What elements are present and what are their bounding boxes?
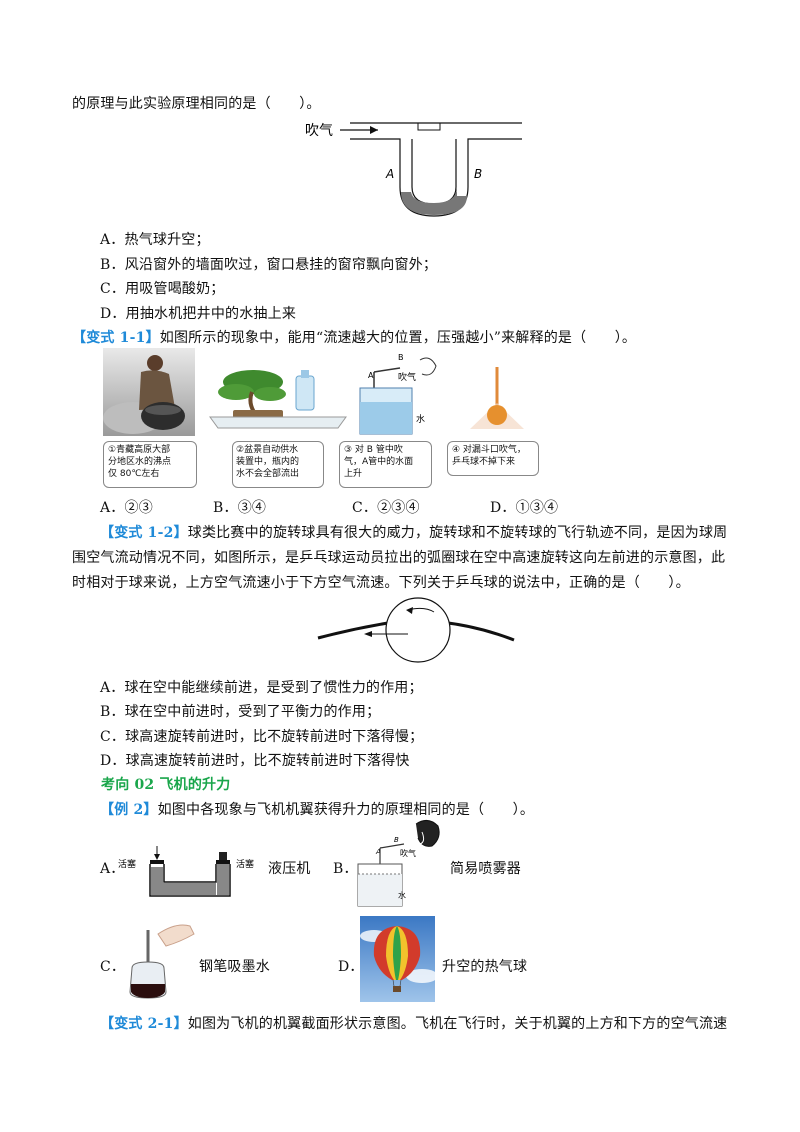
svg-text:吹气: 吹气 [398, 371, 416, 383]
caption-box-4 [447, 441, 539, 476]
ex2-b-name: 简易喷雾器 [450, 861, 521, 877]
caption-2: ②盆景自动供水装置中，瓶内的水不会全部流出 [236, 445, 300, 479]
funnel-ball-figure [470, 367, 524, 429]
svg-text:活塞: 活塞 [118, 858, 136, 870]
fountain-pen-figure [129, 924, 195, 999]
label-b: B [474, 167, 482, 181]
v12-tag: 【变式 1-2】 [100, 525, 188, 541]
ex2-d-label: D． [338, 959, 364, 975]
svg-text:A: A [375, 848, 381, 856]
spinning-ball-figure [317, 597, 515, 663]
hot-air-balloon-photo [360, 916, 438, 1002]
intro-line: 的原理与此实验原理相同的是（ ）。 [72, 96, 321, 112]
caption-box-3 [339, 441, 432, 488]
v11-tag: 【变式 1-1】 [72, 330, 160, 346]
v12-line-3: 时相对于球来说，上方空气流速小于下方空气流速。下列关于乒乓球的说法中，正确的是（… [72, 575, 690, 591]
straw-beaker-figure: B A 吹气 水 [359, 353, 437, 435]
v12-option-d: D．球高速旋转前进时，比不旋转前进时下落得快 [100, 753, 410, 769]
caption-1: ①青藏高原大部分地区水的沸点仅 80℃左右 [108, 445, 172, 479]
v12-option-b: B．球在空中前进时，受到了平衡力的作用； [100, 704, 381, 720]
ex2-d-name: 升空的热气球 [442, 959, 528, 975]
caption-box-2 [232, 441, 324, 488]
plateau-photo [103, 348, 195, 436]
v21-tag: 【变式 2-1】 [100, 1016, 188, 1032]
v11-option-c: C．②③④ [352, 500, 420, 516]
q1-option-b: B．风沿窗外的墙面吹过，窗口悬挂的窗帘飘向窗外； [100, 257, 438, 273]
svg-text:水: 水 [398, 890, 406, 900]
v12-option-c: C．球高速旋转前进时，比不旋转前进时下落得慢； [100, 729, 424, 745]
ex2-c-name: 钢笔吸墨水 [199, 959, 270, 975]
u-tube-figure: 吹气 A B [305, 122, 522, 217]
ex2-c-label: C． [100, 959, 126, 975]
svg-text:B: B [398, 353, 404, 362]
v11-option-a: A．②③ [100, 500, 153, 516]
ex2-a-label: A． [100, 861, 125, 877]
svg-text:B: B [394, 836, 399, 844]
svg-text:活塞: 活塞 [236, 858, 254, 870]
v12-option-a: A．球在空中能继续前进，是受到了惯性力的作用； [100, 680, 423, 696]
svg-text:水: 水 [416, 413, 425, 425]
v21-question: 【变式 2-1】如图为飞机的机翼截面形状示意图。飞机在飞行时，关于机翼的上方和下… [100, 1016, 728, 1032]
bonsai-figure [209, 370, 347, 429]
caption-4: ④ 对漏斗口吹气，乒乓球不掉下来 [452, 445, 526, 467]
v11-option-d: D．①③④ [490, 500, 559, 516]
svg-text:A: A [368, 371, 374, 380]
ex2-tag: 【例 2】 [100, 802, 158, 818]
label-a: A [385, 167, 394, 181]
sprayer-figure: B A 吹气 水 [357, 820, 440, 907]
caption-3: ③ 对 B 管中吹气，A管中的水面上升 [344, 445, 414, 479]
v11-option-b: B．③④ [213, 500, 267, 516]
ex2-b-label: B． [333, 861, 358, 877]
q1-option-c: C．用吸管喝酸奶； [100, 281, 225, 297]
hydraulic-press-figure: 活塞 活塞 [118, 846, 254, 897]
v11-text: 如图所示的现象中，能用“流速越大的位置，压强越小”来解释的是（ ）。 [159, 330, 637, 346]
section-heading: 考向 02 飞机的升力 [101, 777, 231, 793]
q1-option-a: A．热气球升空； [100, 232, 210, 248]
v11-question: 【变式 1-1】如图所示的现象中，能用“流速越大的位置，压强越小”来解释的是（ … [72, 327, 636, 347]
q1-option-d: D．用抽水机把井中的水抽上来 [100, 306, 297, 322]
v12-line-1: 【变式 1-2】球类比赛中的旋转球具有很大的威力，旋转球和不旋转球的飞行轨迹不同… [100, 525, 728, 541]
svg-text:吹气: 吹气 [400, 848, 416, 858]
blow-label: 吹气 [305, 123, 333, 139]
ex2-a-name: 液压机 [268, 861, 311, 877]
v12-line-2: 围空气流动情况不同，如图所示，是乒乓球运动员拉出的弧圈球在空中高速旋转这向左前进… [72, 550, 726, 566]
ex2-question: 【例 2】如图中各现象与飞机机翼获得升力的原理相同的是（ ）。 [100, 802, 535, 818]
caption-box-1 [103, 441, 197, 488]
